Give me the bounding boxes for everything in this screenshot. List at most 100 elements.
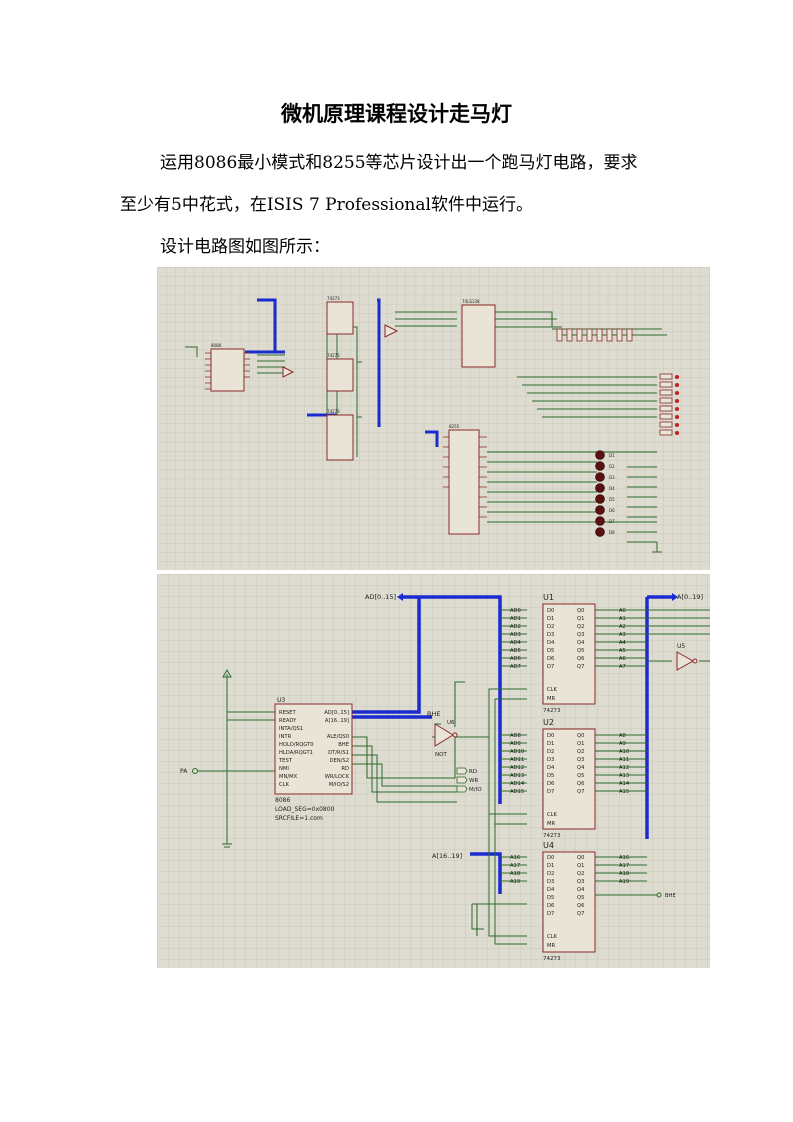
latch2-in-label: AD10 <box>510 749 524 755</box>
latch-d-pin: D4 <box>547 640 555 646</box>
latch-q-pin: Q4 <box>577 765 585 771</box>
latch-d-pin: D2 <box>547 871 554 877</box>
cpu-pin-label: READY <box>279 718 297 724</box>
fig1-led-label: D7 <box>609 519 615 524</box>
latch-d-pin: D1 <box>547 863 554 869</box>
latch2-in-label: AD14 <box>510 781 525 787</box>
fig1-led-label: D4 <box>609 486 615 491</box>
latch-mr-pin: MR <box>547 696 555 702</box>
latch1-out-label: A0 <box>619 608 626 614</box>
paragraph-intro: 运用8086最小模式和8255等芯片设计出一个跑马灯电路，要求 <box>160 153 638 173</box>
latch-ref: U2 <box>543 718 554 727</box>
latch1-out-label: A5 <box>619 648 626 654</box>
latch3-out-label: A17 <box>619 863 629 869</box>
latch1-out-label: A2 <box>619 624 626 630</box>
cpu-ref-label: U3 <box>277 697 285 704</box>
latch1-out-label: A3 <box>619 632 626 638</box>
latch-d-pin: D0 <box>547 733 554 739</box>
latch-mr-pin: MR <box>547 943 555 949</box>
latch-clk-pin: CLK <box>547 812 558 818</box>
bus-ad-label: AD[0..15] <box>365 593 396 601</box>
latch-q-pin: Q4 <box>577 887 585 893</box>
latch-d-pin: D2 <box>547 749 554 755</box>
circuit-overview-figure: 8086 74273 74273 74273 8255 74LS138 D1 D… <box>157 267 710 570</box>
latch2-out-label: A8 <box>619 733 626 739</box>
document-title: 微机原理课程设计走马灯 <box>281 101 512 126</box>
fig1-chip-label-latch3: 74273 <box>327 409 340 414</box>
latch-d-pin: D5 <box>547 648 554 654</box>
fig1-chip-label-decoder: 74LS138 <box>462 299 480 304</box>
detail-schematic: U3 8086 LOAD_SEG=0x0800 SRCFILE=1.com RE… <box>157 574 710 968</box>
latch1-in-label: AD0 <box>510 608 521 614</box>
cpu-pin-label: ALE/QS0 <box>327 734 349 740</box>
latch-q-pin: Q5 <box>577 773 584 779</box>
latch-q-pin: Q0 <box>577 733 584 739</box>
paragraph-requirement: 至少有5中花式，在ISIS 7 Professional软件中运行。 <box>120 195 533 215</box>
latch-d-pin: D1 <box>547 616 554 622</box>
latch-q-pin: Q3 <box>577 757 584 763</box>
cpu-pin-label: HLDA/RQGT1 <box>279 750 313 756</box>
latch-q-pin: Q2 <box>577 749 584 755</box>
io-label-rd: RD <box>469 769 477 775</box>
cpu-prop-load-seg: LOAD_SEG=0x0800 <box>275 806 335 813</box>
cpu-pin-label: INTR <box>279 734 292 740</box>
latch-mr-pin: MR <box>547 821 555 827</box>
latch-d-pin: D4 <box>547 765 555 771</box>
cpu-pin-label: MN/MX <box>279 774 298 780</box>
io-label-wr: WR <box>469 778 478 784</box>
fig1-chip-label-cpu: 8086 <box>211 343 222 348</box>
fig1-chip-label-latch2: 74273 <box>327 353 340 358</box>
latch1-out-label: A7 <box>619 664 626 670</box>
latch-d-pin: D3 <box>547 879 554 885</box>
fig1-chip-label-8255: 8255 <box>449 424 460 429</box>
cpu-pin-label: INTA/QS1 <box>279 726 303 732</box>
latch2-out-label: A12 <box>619 765 629 771</box>
latch-d-pin: D0 <box>547 855 554 861</box>
latch-chip-u1 <box>542 603 596 705</box>
cpu-pin-label: DT/R/S1 <box>328 750 349 756</box>
fig1-led-label: D6 <box>609 508 615 513</box>
latch-clk-pin: CLK <box>547 934 558 940</box>
latch-clk-pin: CLK <box>547 687 558 693</box>
fig1-led-label: D3 <box>609 475 615 480</box>
pa-label: PA <box>180 768 188 775</box>
latch-q-pin: Q3 <box>577 632 584 638</box>
latch-q-pin: Q1 <box>577 741 584 747</box>
latch-q-pin: Q5 <box>577 895 584 901</box>
latch-d-pin: D3 <box>547 757 554 763</box>
inverter-ref: U6 <box>447 720 455 726</box>
latch-d-pin: D5 <box>547 895 554 901</box>
latch-q-pin: Q0 <box>577 608 584 614</box>
latch2-out-label: A10 <box>619 749 629 755</box>
cpu-pin-label: AD[0..15] <box>324 710 349 716</box>
inverter-gate <box>434 723 454 747</box>
latch-q-pin: Q4 <box>577 640 585 646</box>
latch-q-pin: Q2 <box>577 871 584 877</box>
latch-d-pin: D0 <box>547 608 554 614</box>
latch-q-pin: Q7 <box>577 911 584 917</box>
fig1-led-label: D1 <box>609 453 615 458</box>
latch-d-pin: D5 <box>547 773 554 779</box>
latch-chip-u4 <box>542 851 596 953</box>
latch3-in-label: A17 <box>510 863 520 869</box>
cpu-pin-label: NMI <box>279 766 289 772</box>
inverter-gate-2 <box>676 651 695 671</box>
latch-d-pin: D6 <box>547 903 554 909</box>
circuit-detail-figure: U3 8086 LOAD_SEG=0x0800 SRCFILE=1.com RE… <box>157 574 710 968</box>
bhe-label: BHE <box>427 710 440 718</box>
cpu-8086-chip <box>274 703 353 795</box>
latch1-out-label: A1 <box>619 616 626 622</box>
latch1-in-label: AD5 <box>510 648 521 654</box>
latch2-in-label: AD8 <box>510 733 521 739</box>
latch3-in-label: A16 <box>510 855 520 861</box>
cpu-pin-label: DEN/S2 <box>330 758 350 764</box>
latch-d-pin: D7 <box>547 911 554 917</box>
latch1-out-label: A4 <box>619 640 627 646</box>
latch-q-pin: Q0 <box>577 855 584 861</box>
latch1-in-label: AD2 <box>510 624 521 630</box>
latch-q-pin: Q6 <box>577 903 584 909</box>
latch-type-label: 74273 <box>543 833 561 839</box>
latch-q-pin: Q1 <box>577 863 584 869</box>
cpu-pin-label: RESET <box>279 710 296 716</box>
latch3-out-label: A18 <box>619 871 629 877</box>
